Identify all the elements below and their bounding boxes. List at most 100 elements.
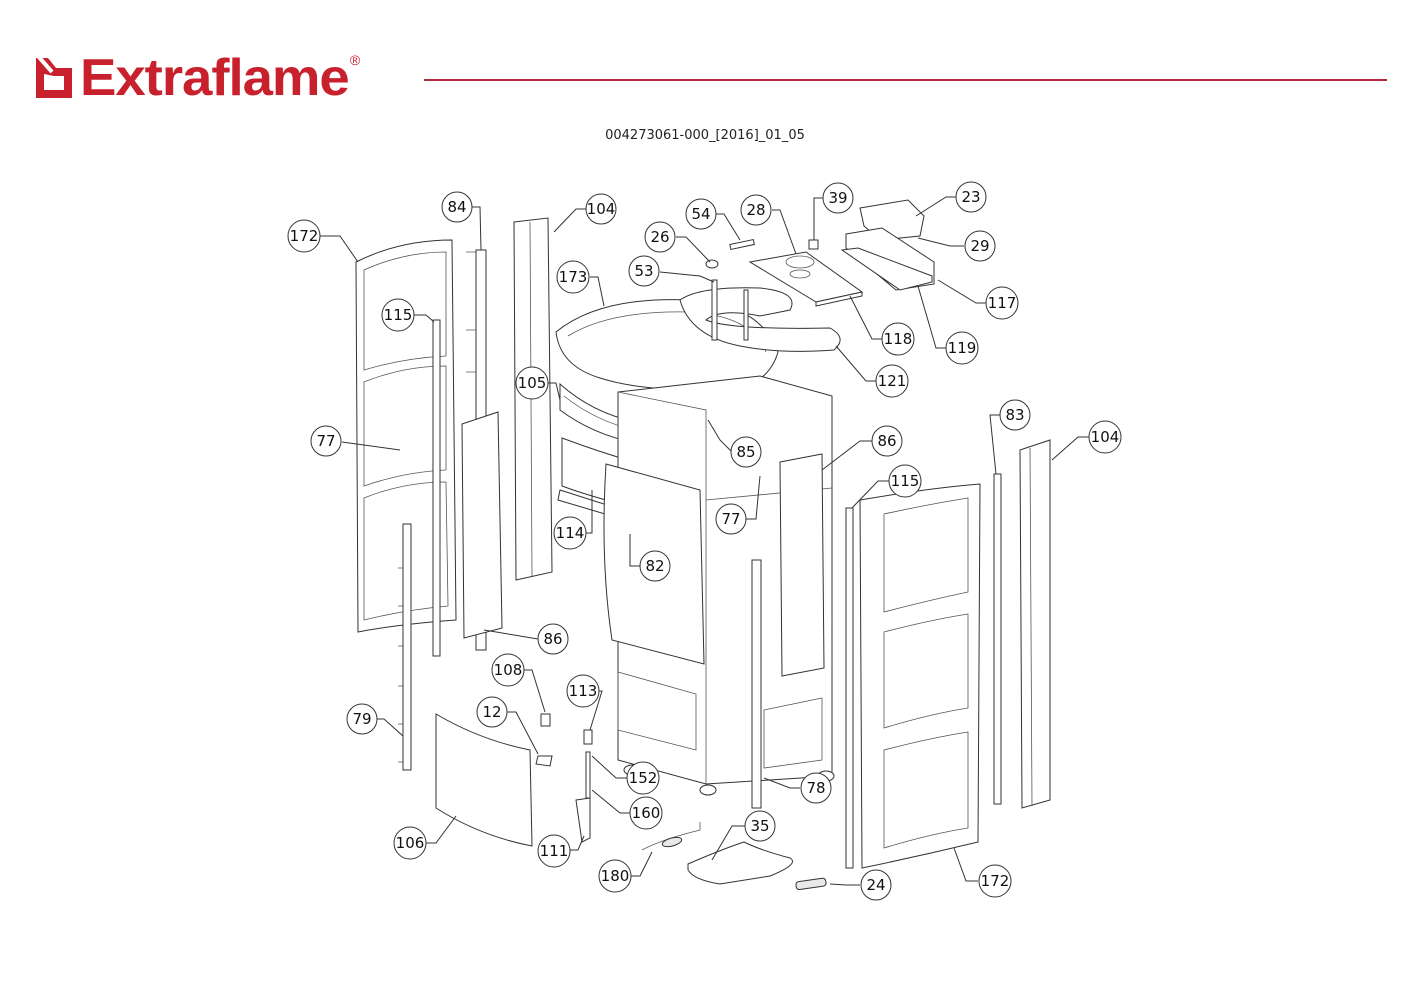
header-rule [424, 79, 1387, 81]
svg-text:115: 115 [384, 306, 413, 324]
part-strip-115-right [845, 507, 854, 869]
callout-105: 105 [515, 366, 549, 400]
svg-text:77: 77 [316, 432, 335, 450]
callout-86-right: 86 [871, 425, 903, 457]
callout-104-right: 104 [1088, 420, 1122, 454]
callout-113: 113 [566, 674, 600, 708]
part-strip-115-left [432, 319, 441, 657]
part-tool-180 [641, 822, 701, 851]
part-plate-118 [748, 251, 864, 307]
svg-text:115: 115 [891, 472, 920, 490]
callout-35: 35 [744, 810, 776, 842]
callout-85: 85 [730, 436, 762, 468]
svg-text:106: 106 [396, 834, 425, 852]
svg-text:117: 117 [988, 294, 1017, 312]
part-left-side-panel-172 [355, 239, 457, 633]
callout-106: 106 [393, 826, 427, 860]
svg-text:114: 114 [556, 524, 585, 542]
part-remote-24 [795, 877, 827, 891]
svg-text:173: 173 [559, 268, 588, 286]
callout-111: 111 [537, 834, 571, 868]
svg-text:79: 79 [352, 710, 371, 728]
part-strip-83 [993, 473, 1002, 805]
svg-text:113: 113 [569, 682, 598, 700]
brand-name: Extraflame [80, 49, 350, 107]
part-knob-26 [705, 259, 719, 269]
part-top-frame-121 [679, 287, 841, 352]
registered-mark: ® [349, 52, 361, 68]
callout-82: 82 [639, 550, 671, 582]
part-hinge-113 [583, 729, 593, 745]
callout-117: 117 [985, 286, 1019, 320]
callout-108: 108 [491, 653, 525, 687]
part-rod-53 [711, 279, 749, 341]
svg-text:86: 86 [877, 432, 896, 450]
callout-173: 173 [556, 260, 590, 294]
svg-text:108: 108 [494, 661, 523, 679]
callout-114: 114 [553, 516, 587, 550]
svg-text:121: 121 [878, 372, 907, 390]
callout-84: 84 [441, 191, 473, 223]
svg-text:12: 12 [482, 703, 501, 721]
svg-text:78: 78 [806, 779, 825, 797]
callout-86-left: 86 [537, 623, 569, 655]
svg-text:35: 35 [750, 817, 769, 835]
part-strip-79 [398, 523, 412, 771]
part-right-side-panel-172 [859, 483, 981, 869]
leader-lines [320, 196, 1090, 886]
part-panel-86-right [779, 453, 825, 677]
part-bar-54 [729, 238, 755, 251]
svg-text:28: 28 [746, 201, 765, 219]
logo-mark-icon [34, 54, 74, 100]
svg-text:160: 160 [632, 804, 661, 822]
svg-text:84: 84 [447, 198, 466, 216]
callout-121: 121 [875, 364, 909, 398]
brand-logo: Extraflame ® [34, 50, 360, 106]
callout-39: 39 [822, 182, 854, 214]
callout-180: 180 [598, 859, 632, 893]
svg-text:172: 172 [981, 872, 1010, 890]
svg-text:23: 23 [961, 188, 980, 206]
callout-26: 26 [644, 221, 676, 253]
svg-text:118: 118 [884, 330, 913, 348]
callout-115-left: 115 [381, 298, 415, 332]
svg-text:172: 172 [290, 227, 319, 245]
callout-172-right: 172 [978, 864, 1012, 898]
svg-text:104: 104 [1091, 428, 1120, 446]
callout-152: 152 [626, 761, 660, 795]
callout-83: 83 [999, 399, 1031, 431]
part-corner-104-right [1019, 439, 1051, 809]
callout-28: 28 [740, 194, 772, 226]
svg-text:54: 54 [691, 205, 710, 223]
svg-text:152: 152 [629, 769, 658, 787]
part-clip-108 [540, 713, 551, 727]
callout-23: 23 [955, 181, 987, 213]
callout-54: 54 [685, 198, 717, 230]
svg-text:83: 83 [1005, 406, 1024, 424]
callout-172-left: 172 [287, 219, 321, 253]
svg-text:111: 111 [540, 842, 569, 860]
svg-text:77: 77 [721, 510, 740, 528]
svg-text:119: 119 [948, 339, 977, 357]
svg-text:24: 24 [866, 876, 885, 894]
callout-79: 79 [346, 703, 378, 735]
callout-29: 29 [964, 230, 996, 262]
callout-24: 24 [860, 869, 892, 901]
svg-text:26: 26 [650, 228, 669, 246]
callout-160: 160 [629, 796, 663, 830]
part-pin-152-160 [585, 751, 591, 799]
callout-118: 118 [881, 322, 915, 356]
svg-text:86: 86 [543, 630, 562, 648]
part-bracket-39 [808, 239, 819, 250]
callout-77-left: 77 [310, 425, 342, 457]
svg-text:53: 53 [634, 262, 653, 280]
callout-12: 12 [476, 696, 508, 728]
callout-53: 53 [628, 255, 660, 287]
callout-77-right: 77 [715, 503, 747, 535]
svg-text:82: 82 [645, 557, 664, 575]
callout-104-left: 104 [585, 193, 617, 225]
part-hinge-111 [575, 797, 591, 843]
part-plate-119 [840, 247, 933, 291]
part-strip-78 [751, 559, 762, 809]
